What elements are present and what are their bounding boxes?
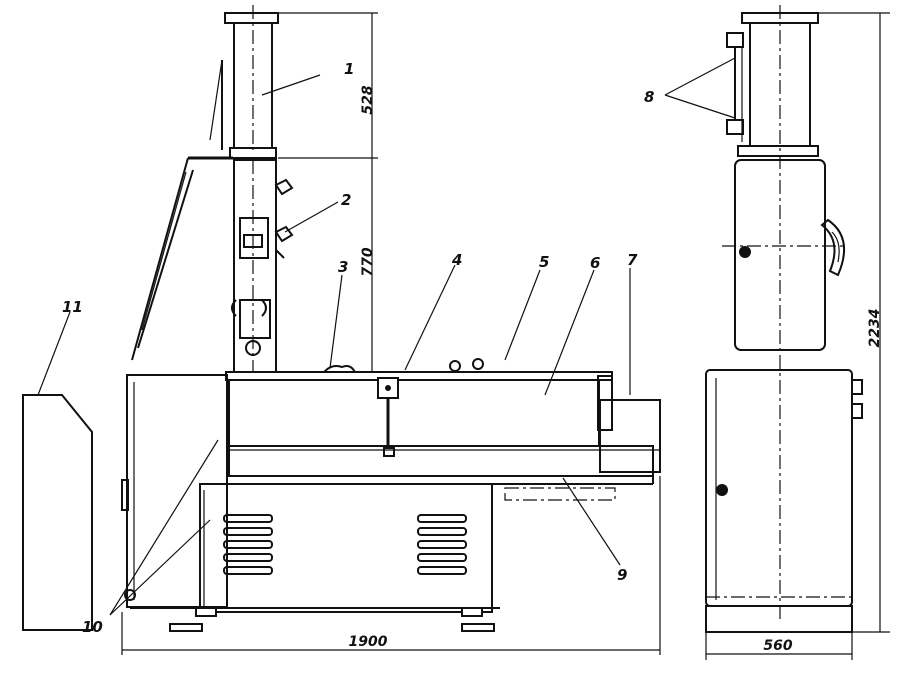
callout-7: 7 — [627, 251, 638, 269]
dim-overall-height: 2234 — [867, 309, 883, 348]
callout-9: 9 — [617, 566, 627, 584]
callout-2: 2 — [341, 191, 351, 209]
vent-louvers-right — [417, 514, 467, 575]
upper-column — [209, 5, 279, 159]
callout-3: 3 — [338, 258, 348, 276]
callout-1: 1 — [344, 60, 354, 78]
left-frame — [121, 374, 228, 608]
lower-column — [231, 159, 294, 376]
dim-column-upper: 528 — [360, 85, 376, 114]
callout-4: 4 — [451, 251, 462, 269]
callout-10: 10 — [82, 618, 103, 636]
callout-5: 5 — [539, 253, 549, 271]
callout-labels: 1 2 3 4 5 6 7 8 9 10 11 — [62, 60, 654, 636]
control-cabinet — [22, 394, 93, 631]
dim-overall-width: 1900 — [349, 634, 388, 650]
leader-lines — [37, 57, 736, 616]
base-cabinet — [130, 445, 654, 632]
dim-column-lower: 770 — [360, 247, 376, 276]
side-block — [599, 399, 661, 473]
dim-side-width: 560 — [763, 638, 792, 654]
work-table — [225, 358, 660, 457]
callout-11: 11 — [62, 298, 83, 316]
vent-louvers-left — [223, 514, 273, 575]
side-view — [705, 5, 863, 633]
front-view — [22, 5, 661, 632]
callout-6: 6 — [590, 254, 600, 272]
dimension-lines — [121, 12, 890, 660]
guard-arm — [131, 156, 233, 361]
callout-8: 8 — [644, 88, 654, 106]
dimension-labels: 528 770 2234 1900 560 — [349, 85, 883, 654]
